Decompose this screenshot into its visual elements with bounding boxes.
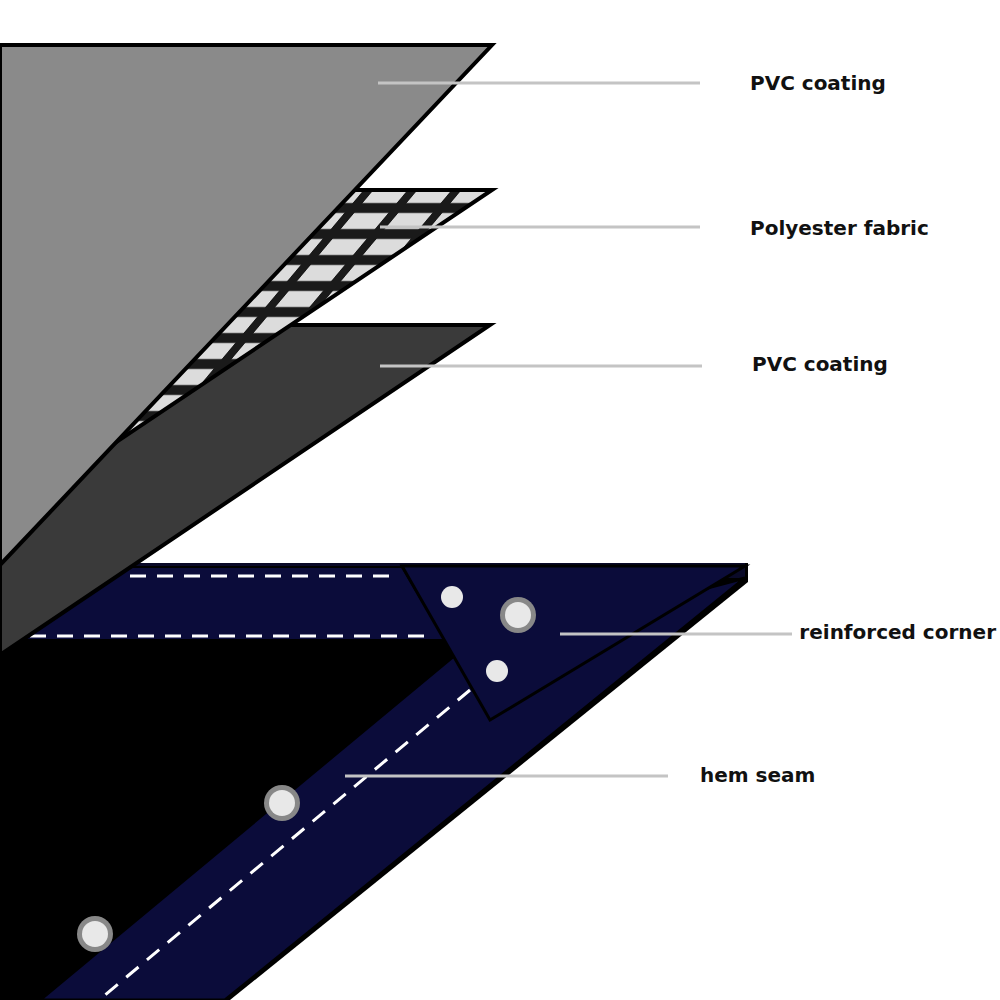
part-label: Polyester fabric [750, 216, 929, 240]
part-label: reinforced corner [799, 620, 996, 644]
part-label: PVC coating [752, 352, 888, 376]
part-label: hem seam [700, 763, 815, 787]
pvc-layer [0, 45, 492, 565]
tarp-sheet [0, 563, 748, 1000]
leader-lines [345, 83, 792, 776]
part-label: PVC coating [750, 71, 886, 95]
